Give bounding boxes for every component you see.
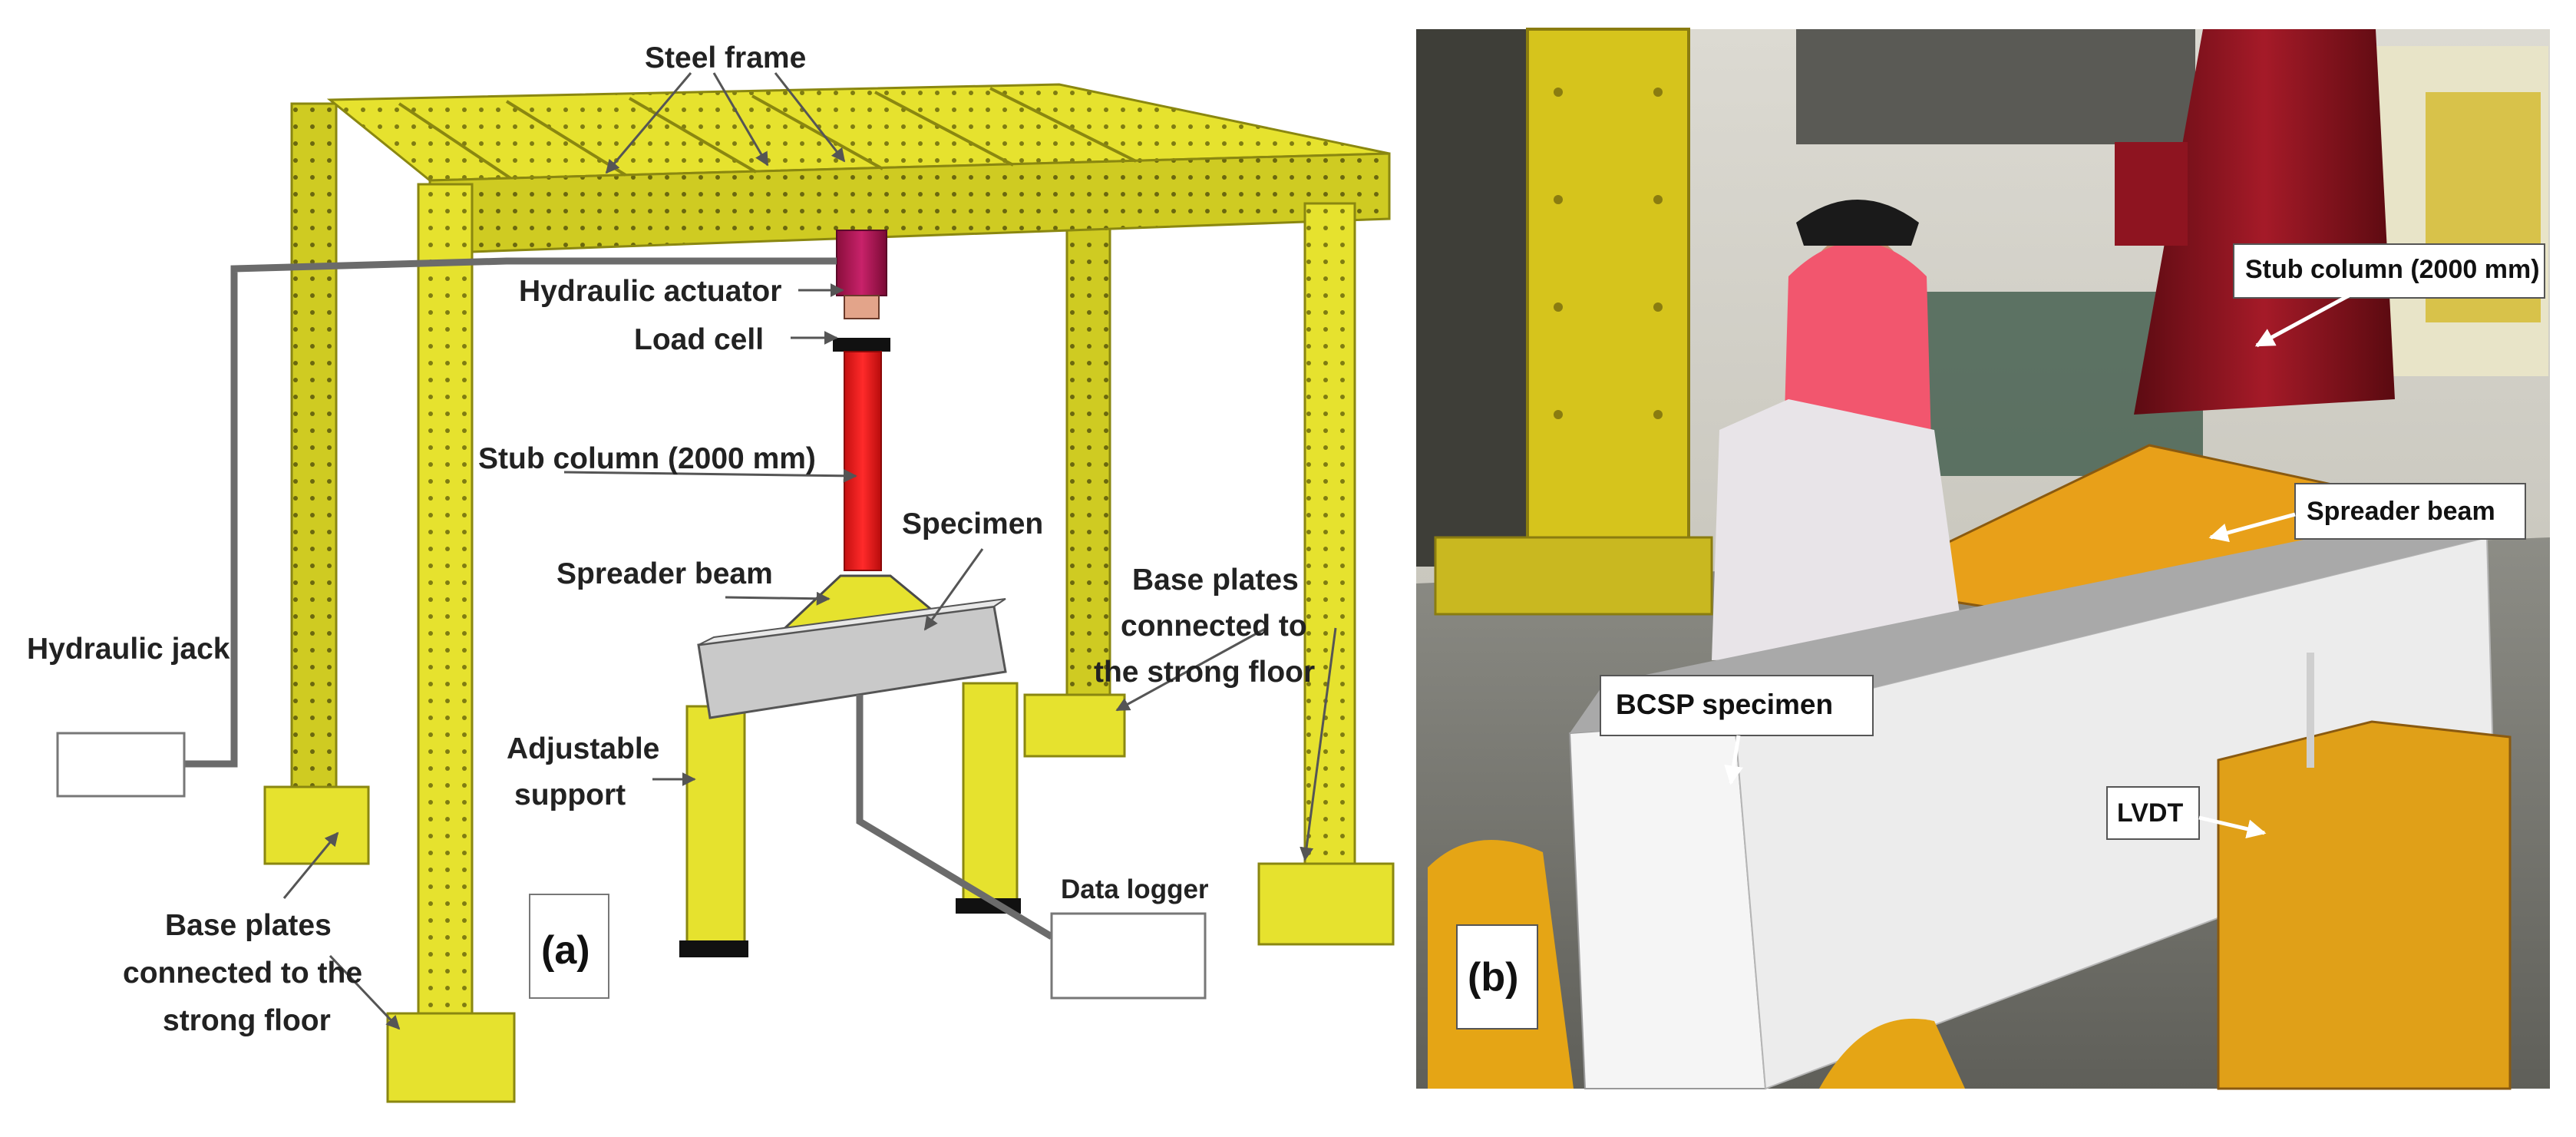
panel-a-leaders — [282, 72, 1337, 1030]
data-logger-box — [1050, 912, 1207, 1000]
hydraulic-jack-box — [56, 732, 186, 798]
frame-column-front-left — [417, 183, 474, 1046]
load-cell — [844, 295, 880, 319]
label-adjustable-1: Adjustable — [507, 732, 659, 765]
photo-yellow-base — [1434, 536, 1713, 616]
label-specimen: Specimen — [902, 507, 1043, 540]
load-cell-plate — [833, 338, 890, 352]
hydraulic-actuator — [836, 230, 887, 296]
panel-b-tag: (b) — [1468, 955, 1518, 1000]
photo-specimen-end-face — [1568, 720, 1767, 1089]
label-hydraulic-actuator: Hydraulic actuator — [519, 275, 781, 308]
photo-support-mid — [1819, 1018, 1965, 1089]
photo-stub-column — [2134, 29, 2395, 415]
label-base-plates-left-1: Base plates — [165, 909, 332, 942]
photo-support-right — [2217, 720, 2512, 1090]
panel-a-diagram: Steel frame Hydraulic actuator Load cell… — [27, 41, 1395, 1103]
label-bcsp-specimen: BCSP specimen — [1616, 689, 1833, 720]
adjustable-support-right — [962, 682, 1019, 907]
panel-b-tag-box — [1456, 924, 1538, 1030]
label-data-logger: Data logger — [1061, 874, 1209, 904]
photo-ceiling — [1796, 29, 2195, 144]
label-stub-column-b: Stub column (2000 mm) — [2245, 255, 2540, 284]
specimen-top-face — [698, 598, 1006, 646]
panel-a-tag: (a) — [541, 928, 590, 973]
label-steel-frame: Steel frame — [645, 41, 806, 74]
callout-box-bcsp — [1600, 675, 1874, 736]
frame-column-back-right — [1065, 202, 1111, 704]
label-base-plates-right-2: connected to — [1121, 610, 1307, 643]
data-logger-cable — [856, 695, 1054, 940]
panel-a-tag-box — [529, 894, 609, 999]
label-base-plates-left-3: strong floor — [163, 1004, 331, 1037]
label-load-cell: Load cell — [634, 323, 764, 356]
callout-box-spreader-beam — [2294, 483, 2526, 540]
stub-column — [844, 351, 882, 571]
support-foot-left — [679, 940, 748, 957]
label-adjustable-2: support — [514, 778, 626, 811]
callout-box-stub-column — [2233, 243, 2545, 299]
photo-red-flange — [2115, 142, 2188, 246]
photo-yellow-column-holes — [1554, 88, 1663, 419]
steel-frame-cross-beams — [398, 87, 1137, 180]
photo-yellow-column — [1526, 28, 1690, 560]
label-lvdt: LVDT — [2117, 798, 2183, 828]
label-hydraulic-jack: Hydraulic jack — [27, 633, 230, 666]
label-base-plates-right-3: the strong floor — [1094, 656, 1315, 689]
label-spreader-beam-a: Spreader beam — [556, 557, 773, 590]
label-stub-column-a: Stub column (2000 mm) — [478, 442, 816, 475]
callout-box-lvdt — [2106, 786, 2200, 840]
label-spreader-beam-b: Spreader beam — [2307, 497, 2495, 526]
label-base-plates-right-1: Base plates — [1132, 564, 1299, 597]
panel-b-leaders — [1724, 293, 2350, 839]
panel-b-photo: Stub column (2000 mm) Spreader beam BCSP… — [1416, 28, 2550, 1090]
frame-column-back-left — [290, 102, 338, 796]
photo-person-shirt — [1712, 399, 1965, 660]
label-base-plates-left-2: connected to the — [123, 957, 362, 990]
hydraulic-jack-cable — [184, 257, 837, 768]
frame-column-front-right — [1303, 202, 1356, 888]
photo-left-shadow — [1416, 29, 1531, 567]
photo-person-cap — [1796, 200, 1919, 246]
adjustable-support-left — [685, 705, 746, 946]
base-plates — [263, 693, 1395, 1103]
